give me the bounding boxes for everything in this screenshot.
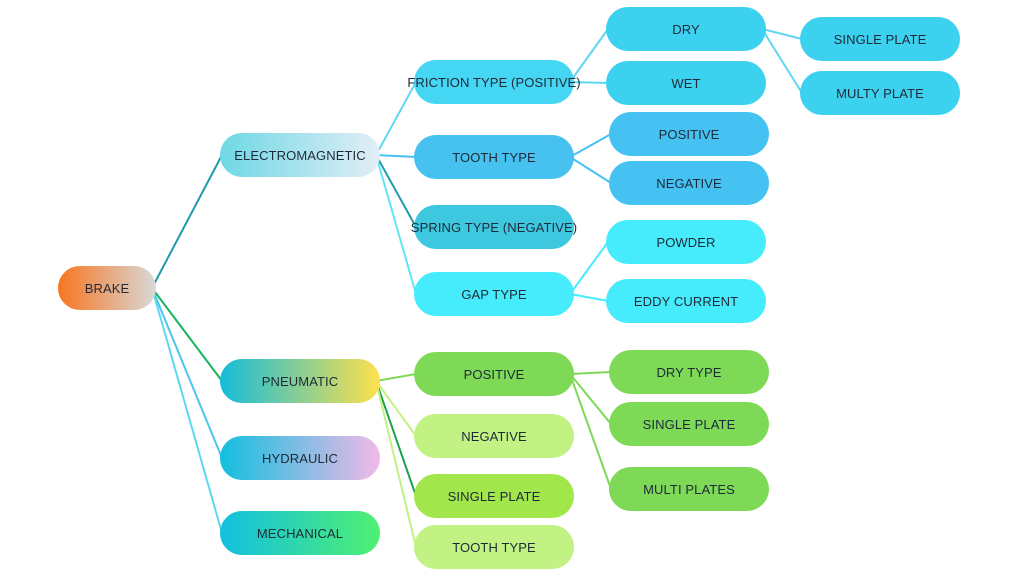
node-label: DRY TYPE (656, 364, 722, 380)
connector-pneumatic-to-tooth-type-pn (375, 380, 417, 548)
node-spring-type[interactable]: SPRING TYPE (NEGATIVE) (410, 205, 578, 249)
connector-dry-to-multy-plate (761, 28, 803, 94)
connector-pneumatic-to-single-plate-pn (375, 380, 417, 497)
node-label: SINGLE PLATE (642, 416, 736, 432)
node-label: ELECTROMAGNETIC (234, 147, 366, 163)
connector-electromagnetic-to-gap-type (375, 154, 417, 295)
node-label: TOOTH TYPE (452, 149, 536, 165)
node-label: NEGATIVE (656, 175, 722, 191)
connector-positive-pn-to-dry-type (569, 371, 612, 375)
node-label: MULTI PLATES (643, 481, 735, 497)
node-label: POSITIVE (463, 366, 525, 382)
node-tooth-type-pn[interactable]: TOOTH TYPE (414, 525, 574, 569)
node-multi-plates[interactable]: MULTI PLATES (609, 467, 769, 511)
node-dry-type[interactable]: DRY TYPE (609, 350, 769, 394)
node-friction-type[interactable]: FRICTION TYPE (POSITIVE) (407, 60, 581, 104)
connector-brake-to-hydraulic (151, 287, 223, 459)
node-positive-em[interactable]: POSITIVE (609, 112, 769, 156)
node-mechanical[interactable]: MECHANICAL (220, 511, 380, 555)
node-multy-plate[interactable]: MULTY PLATE (800, 71, 960, 115)
node-single-plate-em[interactable]: SINGLE PLATE (800, 17, 960, 61)
connector-dry-to-single-plate-em (761, 28, 803, 40)
connector-friction-type-to-dry (569, 28, 609, 83)
node-label: DRY (672, 21, 700, 37)
node-label: HYDRAULIC (261, 450, 339, 466)
connector-brake-to-pneumatic (151, 287, 223, 382)
connector-electromagnetic-to-tooth-type-em (375, 154, 417, 158)
node-single-plate-pn[interactable]: SINGLE PLATE (414, 474, 574, 518)
connector-friction-type-to-wet (569, 81, 609, 84)
node-label: POWDER (656, 234, 716, 250)
node-label: FRICTION TYPE (POSITIVE) (407, 74, 581, 90)
node-label: MULTY PLATE (836, 85, 924, 101)
connector-tooth-type-em-to-negative-em (569, 156, 612, 184)
connector-tooth-type-em-to-positive-em (569, 133, 612, 158)
node-negative-pn[interactable]: NEGATIVE (414, 414, 574, 458)
connector-brake-to-mechanical (151, 287, 223, 534)
node-dry[interactable]: DRY (606, 7, 766, 51)
node-label: BRAKE (84, 280, 130, 296)
node-positive-pn[interactable]: POSITIVE (414, 352, 574, 396)
node-label: SINGLE PLATE (447, 488, 541, 504)
node-electromagnetic[interactable]: ELECTROMAGNETIC (220, 133, 380, 177)
node-label: POSITIVE (658, 126, 720, 142)
node-label: PNEUMATIC (261, 373, 339, 389)
node-label: MECHANICAL (256, 525, 344, 541)
node-gap-type[interactable]: GAP TYPE (414, 272, 574, 316)
node-brake[interactable]: BRAKE (58, 266, 156, 310)
node-pneumatic[interactable]: PNEUMATIC (220, 359, 380, 403)
connector-electromagnetic-to-friction-type (375, 81, 417, 156)
node-label: GAP TYPE (461, 286, 527, 302)
node-label: TOOTH TYPE (452, 539, 536, 555)
node-label: SPRING TYPE (NEGATIVE) (410, 219, 578, 235)
connector-positive-pn-to-multi-plates (569, 373, 612, 490)
node-label: EDDY CURRENT (633, 293, 739, 309)
node-eddy-current[interactable]: EDDY CURRENT (606, 279, 766, 323)
node-label: NEGATIVE (461, 428, 527, 444)
node-hydraulic[interactable]: HYDRAULIC (220, 436, 380, 480)
node-tooth-type-em[interactable]: TOOTH TYPE (414, 135, 574, 179)
node-wet[interactable]: WET (606, 61, 766, 105)
node-label: SINGLE PLATE (833, 31, 927, 47)
node-single-plate-pos[interactable]: SINGLE PLATE (609, 402, 769, 446)
connector-brake-to-electromagnetic (151, 154, 223, 289)
node-negative-em[interactable]: NEGATIVE (609, 161, 769, 205)
connector-pneumatic-to-negative-pn (375, 380, 417, 437)
connector-pneumatic-to-positive-pn (375, 373, 417, 382)
connector-electromagnetic-to-spring-type (375, 154, 417, 228)
connector-gap-type-to-powder (569, 241, 609, 295)
connector-positive-pn-to-single-plate-pos (569, 373, 612, 425)
node-powder[interactable]: POWDER (606, 220, 766, 264)
node-label: WET (671, 75, 701, 91)
connector-gap-type-to-eddy-current (569, 293, 609, 302)
